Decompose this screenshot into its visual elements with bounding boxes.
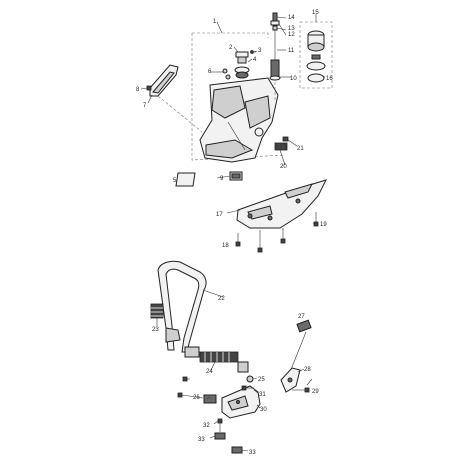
nut-25 <box>246 375 254 383</box>
callout-32: 32 <box>203 423 210 429</box>
callout-22: 22 <box>218 296 225 302</box>
callout-29: 29 <box>312 389 319 395</box>
dampers-33 <box>214 432 243 454</box>
callout-10: 10 <box>290 76 297 82</box>
damper-26 <box>203 394 217 404</box>
spring-23 <box>150 303 164 319</box>
callout-14: 14 <box>288 15 295 21</box>
lever-rod-27 <box>289 319 312 373</box>
screws-18 <box>235 228 286 253</box>
grip-7 <box>149 64 203 133</box>
callout-2: 2 <box>229 45 233 51</box>
spring-20 <box>274 142 288 151</box>
callout-20: 20 <box>280 164 287 170</box>
callout-23: 23 <box>152 327 159 333</box>
screws-32 <box>217 418 223 432</box>
callout-24: 24 <box>206 369 213 375</box>
callout-33b: 33 <box>249 450 256 456</box>
tank-housing <box>199 77 279 163</box>
screw-29 <box>292 387 310 393</box>
callout-13: 13 <box>288 26 295 32</box>
callout-19: 19 <box>320 222 327 228</box>
callout-15: 15 <box>312 10 319 16</box>
handle-bar-22 <box>157 260 207 353</box>
callout-labels: 1 2 3 4 5 6 7 8 9 10 11 12 13 14 15 16 1… <box>136 10 333 456</box>
callout-17: 17 <box>216 212 223 218</box>
callout-28: 28 <box>304 367 311 373</box>
callout-16: 16 <box>326 76 333 82</box>
callout-1: 1 <box>213 19 217 25</box>
callout-12: 12 <box>288 32 295 38</box>
callout-33a: 33 <box>198 437 205 443</box>
base-plate-17 <box>236 179 327 229</box>
fuel-cap <box>234 51 250 79</box>
damper-9 <box>229 171 243 181</box>
screw-21 <box>282 136 289 142</box>
callout-27: 27 <box>298 314 305 320</box>
screw-31 <box>241 385 254 391</box>
callout-25: 25 <box>258 377 265 383</box>
callout-6: 6 <box>208 69 212 75</box>
bracket-30 <box>221 385 261 419</box>
screw-8 <box>146 85 152 91</box>
assembly-1-frame <box>191 32 286 161</box>
callout-21: 21 <box>297 146 304 152</box>
bolt-left <box>177 392 204 399</box>
callout-3: 3 <box>258 48 262 54</box>
spring-24 <box>184 346 249 373</box>
callout-7: 7 <box>143 103 147 109</box>
callout-18: 18 <box>222 243 229 249</box>
leader-lines <box>140 14 326 452</box>
vent-cap-15 <box>306 30 326 83</box>
screw-near-24 <box>182 376 190 382</box>
gasket-5 <box>175 172 196 187</box>
nuts-6 <box>222 68 231 80</box>
callout-9: 9 <box>220 176 224 182</box>
callout-5: 5 <box>173 178 177 184</box>
callout-31: 31 <box>259 392 266 398</box>
callout-26: 26 <box>193 395 200 401</box>
callout-4: 4 <box>253 57 257 63</box>
callout-30: 30 <box>260 407 267 413</box>
callout-11: 11 <box>288 48 295 54</box>
plate-28 <box>280 367 301 393</box>
callout-8: 8 <box>136 87 140 93</box>
